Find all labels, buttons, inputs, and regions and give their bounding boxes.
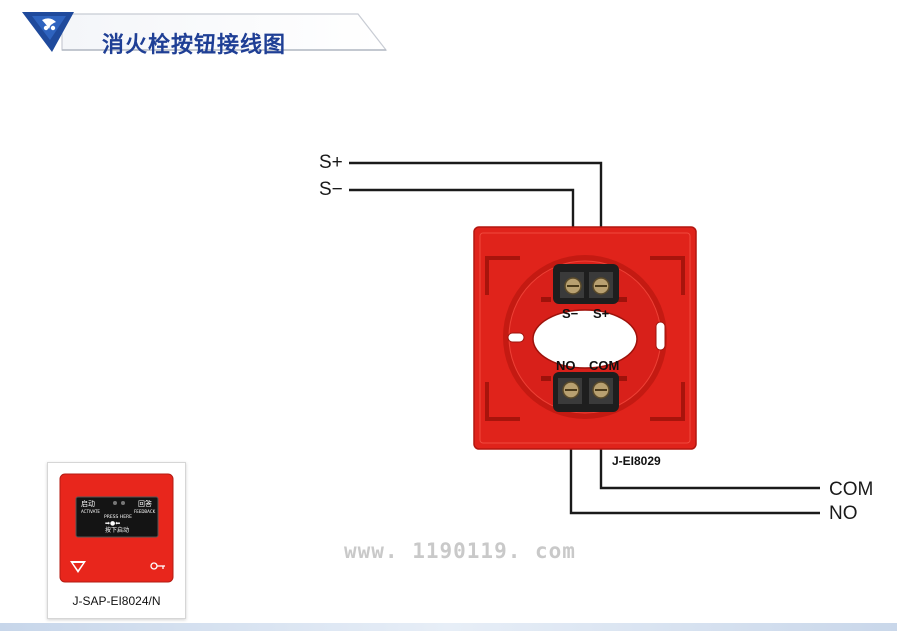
panel-arrows-icon: ➡●⬅ xyxy=(105,520,121,527)
terminal-screw-no xyxy=(562,381,580,399)
product-thumbnail-card: 启动 ACTIVATE 回答 FEEDBACK PRESS HERE ➡●⬅ 按… xyxy=(47,462,186,619)
banner-background xyxy=(61,13,388,51)
wire-label-com: COM xyxy=(829,479,874,500)
header-banner: 消火栓按钮接线图 xyxy=(22,10,388,58)
push-button-device xyxy=(59,473,174,583)
panel-feedback-cn: 回答 xyxy=(138,500,152,508)
base-model-label: J-EI8029 xyxy=(612,454,661,468)
wire-label-no: NO xyxy=(829,503,858,524)
panel-press-here: PRESS HERE xyxy=(104,515,133,520)
watermark: www. 1190119. com xyxy=(344,539,576,563)
panel-activate-cn: 启动 xyxy=(81,500,95,508)
terminal-screw-s-minus xyxy=(564,277,582,295)
terminal-screw-com xyxy=(592,381,610,399)
panel-activate-en: ACTIVATE xyxy=(81,509,100,514)
terminal-screw-s-plus xyxy=(592,277,610,295)
footer-strip xyxy=(0,623,897,631)
base-plate xyxy=(473,226,697,450)
wire-label-s-plus: S+ xyxy=(319,152,343,173)
terminal-label-no: NO xyxy=(556,358,576,373)
terminal-label-s-plus: S+ xyxy=(593,306,610,321)
terminal-label-s-minus: S− xyxy=(562,306,579,321)
product-model-label: J-SAP-EI8024/N xyxy=(72,594,161,608)
brand-logo-icon xyxy=(22,12,74,52)
page-title: 消火栓按钮接线图 xyxy=(102,33,287,58)
panel-press-cn: 按下启动 xyxy=(105,527,130,534)
wire-label-s-minus: S− xyxy=(319,179,343,200)
terminal-label-com: COM xyxy=(589,358,620,373)
panel-feedback-en: FEEDBACK xyxy=(134,509,156,514)
